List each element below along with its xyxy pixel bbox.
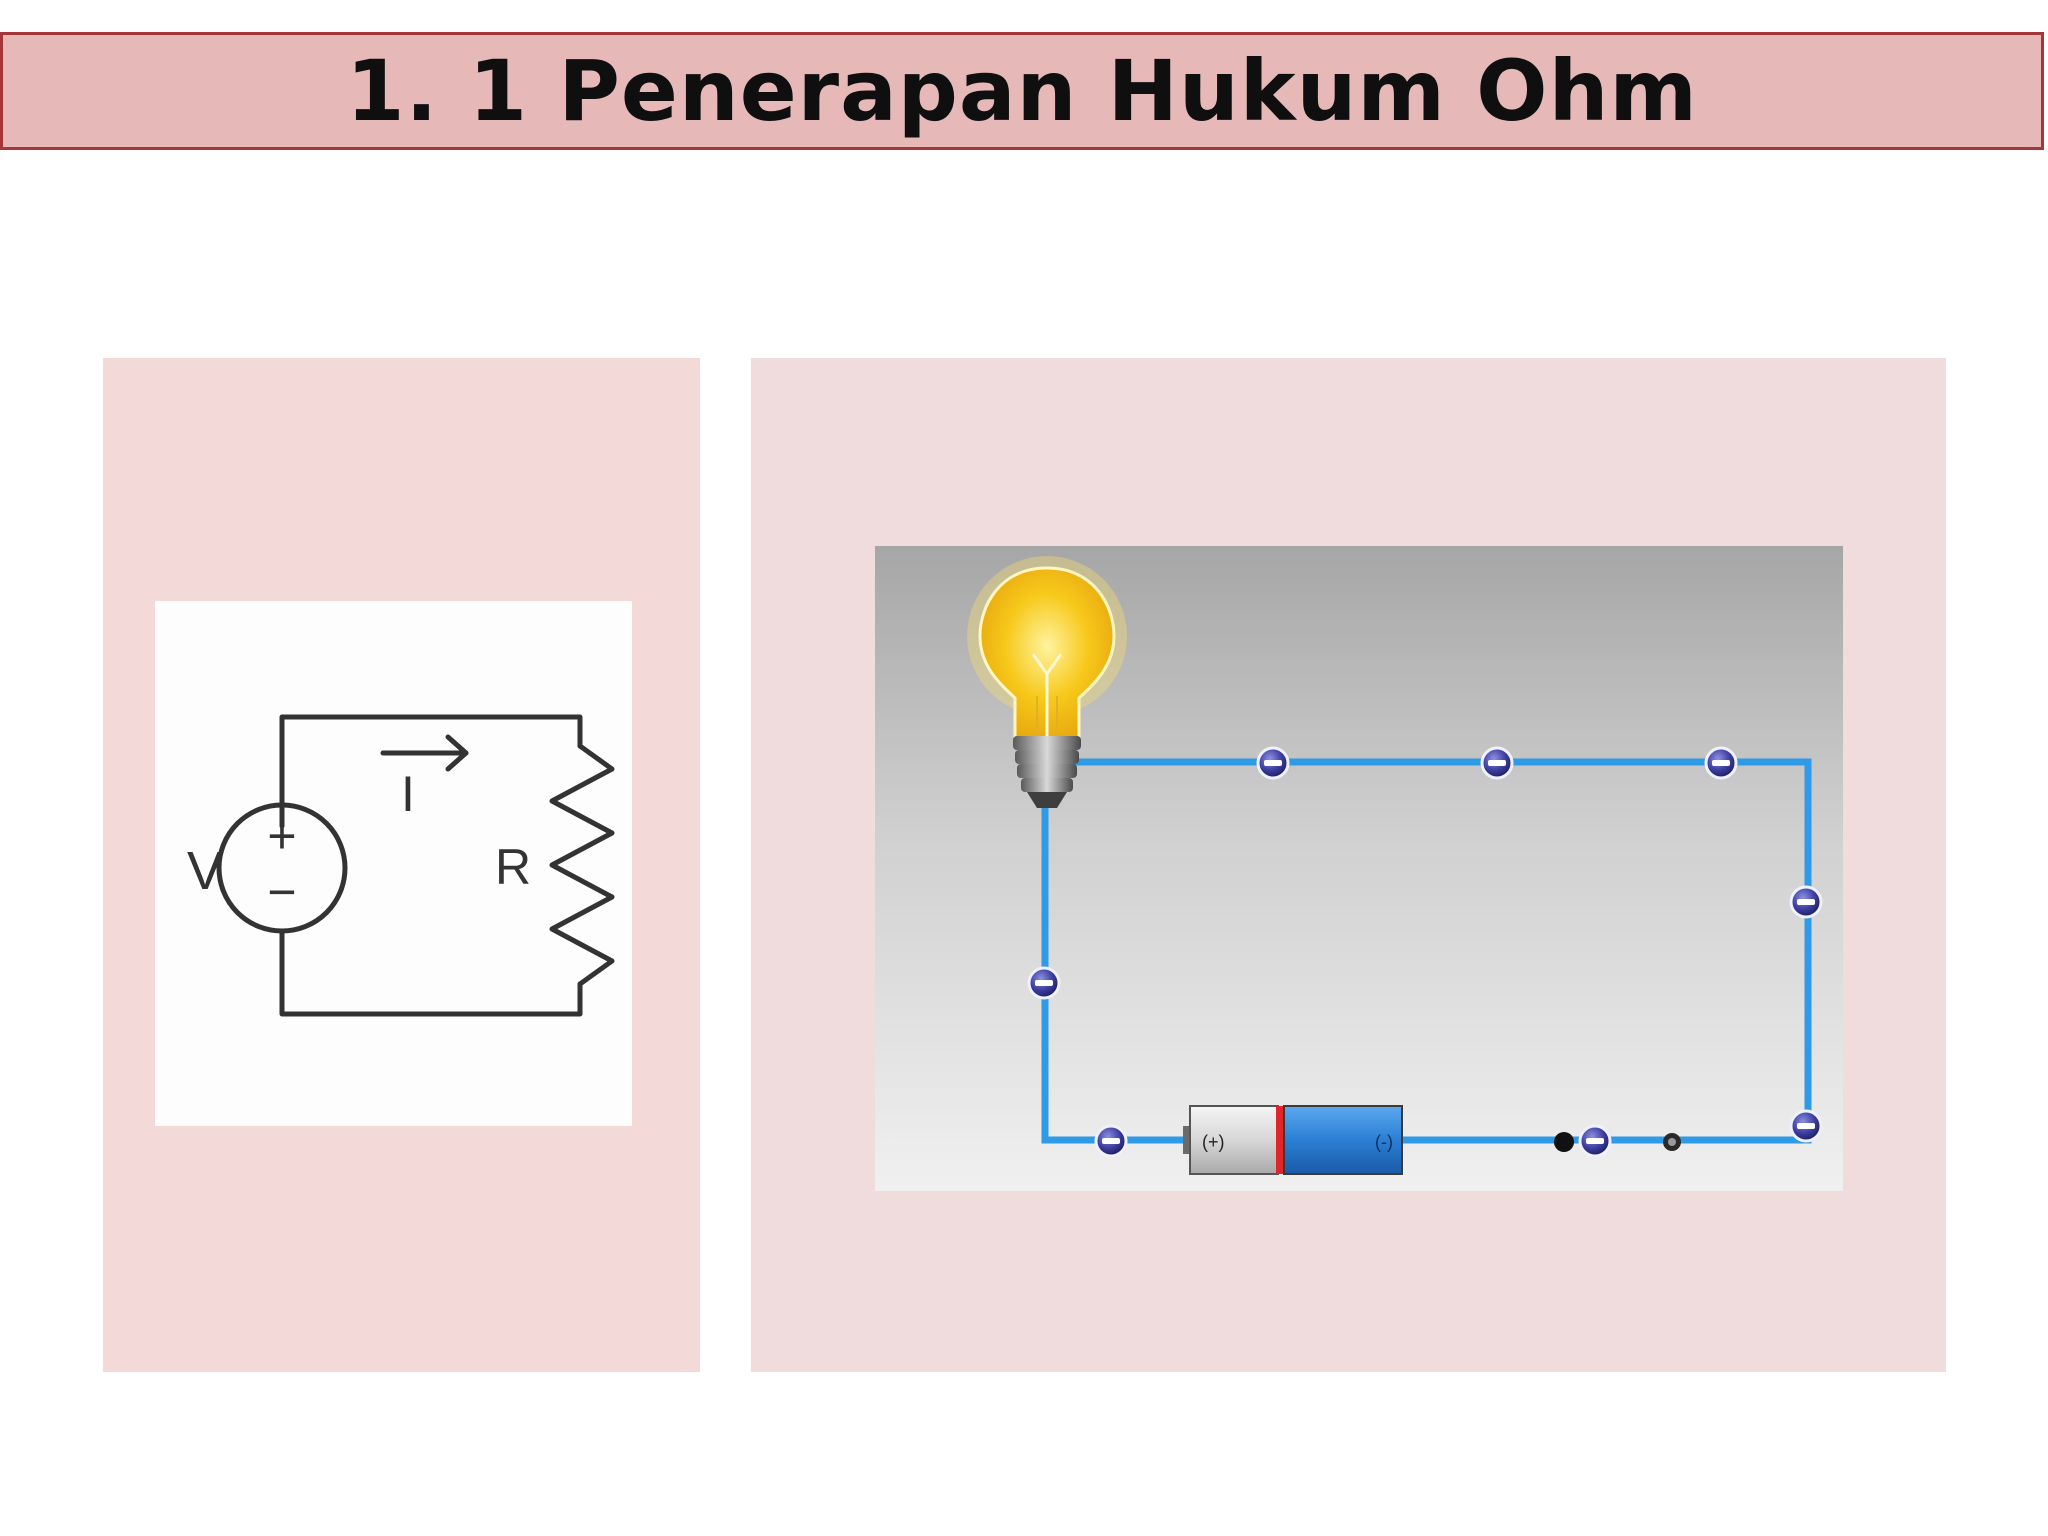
battery-icon [1183, 1105, 1403, 1175]
voltage-label: V [187, 841, 223, 901]
light-bulb-icon [967, 556, 1127, 808]
wire-bottom [279, 928, 583, 1017]
minus-sign: − [267, 864, 296, 920]
battery-negative-label: (-) [1375, 1132, 1393, 1152]
current-arrow-head [445, 734, 469, 772]
schematic-svg: + − V I R [187, 714, 615, 1017]
circuit-wire [1041, 758, 1812, 1144]
resistor-label: R [495, 839, 531, 895]
terminal-dot [1554, 1132, 1574, 1152]
circuit-schematic: + − V I R [155, 601, 632, 1126]
plus-sign: + [267, 808, 296, 864]
circuit-simulation: (+) (-) [875, 546, 1843, 1191]
simulation-svg: (+) (-) [967, 556, 1823, 1175]
title-bar: 1. 1 Penerapan Hukum Ohm [0, 32, 2044, 150]
battery-positive-label: (+) [1202, 1132, 1225, 1152]
current-label: I [401, 766, 415, 822]
resistor-zigzag [549, 743, 615, 987]
electron-particles [1027, 746, 1823, 1158]
wire-top [279, 714, 583, 829]
slide-title: 1. 1 Penerapan Hukum Ohm [346, 42, 1698, 140]
voltage-source-symbol [216, 802, 348, 934]
